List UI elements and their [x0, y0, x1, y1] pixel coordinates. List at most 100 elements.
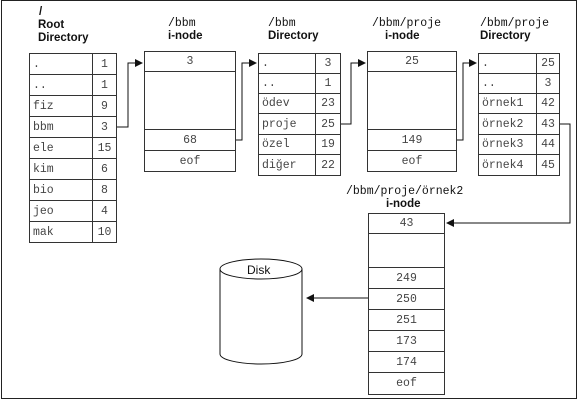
table-row: jeo 4: [30, 201, 116, 222]
proje-inode-table: 25 149 eof: [367, 51, 457, 172]
bbm-inode-table: 3 68 eof: [144, 51, 236, 172]
inode-value: 149: [401, 133, 423, 147]
table-row: ele 15: [30, 138, 116, 159]
entry-inode: 1: [92, 75, 116, 95]
inode-value: [369, 234, 444, 267]
entry-name: ..: [262, 77, 276, 90]
bbm-inode-label: i-node: [168, 30, 203, 42]
entry-inode: 42: [536, 94, 559, 113]
inode-value: 174: [396, 355, 417, 369]
entry-inode: 45: [536, 155, 559, 175]
inode-slot: 3: [145, 52, 235, 72]
table-row: örnek3 44: [479, 135, 559, 155]
proje-directory-label: Directory: [480, 30, 531, 42]
entry-name: ele: [33, 141, 54, 155]
table-row: .. 3: [479, 74, 559, 94]
inode-slot: eof: [145, 151, 235, 171]
inode-value: 43: [399, 217, 414, 230]
proje-inode-header: /bbm/proje i-node: [372, 17, 441, 43]
inode-value: 3: [186, 55, 194, 68]
proje-directory-table: . 25 .. 3 örnek1 42 örnek2 43 örnek3 44 …: [478, 53, 560, 176]
entry-inode: 25: [536, 54, 559, 73]
entry-inode: 9: [92, 96, 116, 116]
inode-slot: [145, 72, 235, 130]
bbm-inode-path: /bbm: [168, 17, 196, 30]
entry-name: proje: [262, 117, 297, 131]
inode-value: eof: [401, 154, 423, 168]
entry-name: ödev: [262, 97, 290, 110]
table-row: mak 10: [30, 222, 116, 242]
arrow-bbm-inode-to-dir: [236, 59, 257, 141]
bbm-directory-label: Directory: [268, 30, 319, 42]
entry-name: ..: [33, 78, 47, 92]
inode-value: eof: [179, 154, 201, 168]
proje-directory-header: /bbm/proje Directory: [480, 17, 549, 43]
entry-name: özel: [262, 138, 290, 151]
root-slash: /: [39, 6, 43, 18]
inode-slot: 249: [369, 268, 444, 289]
ornek2-inode-table: 43 249 250 251 173 174 eof: [368, 213, 445, 395]
bbm-directory-table: . 3 .. 1 ödev 23 proje 25 özel 19 diğer …: [258, 53, 341, 176]
entry-inode: 10: [92, 222, 116, 242]
bbm-inode-header: /bbm i-node: [168, 17, 203, 43]
entry-name: örnek1: [482, 97, 524, 110]
arrow-proje-inode-to-dir: [457, 59, 477, 141]
inode-value: [368, 72, 456, 129]
inode-slot: 43: [369, 214, 444, 234]
entry-inode: 15: [92, 138, 116, 158]
entry-name: ..: [482, 77, 496, 90]
entry-name: bio: [33, 183, 54, 197]
inode-value: eof: [396, 377, 417, 390]
entry-name: bbm: [33, 120, 54, 134]
proje-inode-label: i-node: [385, 30, 420, 42]
proje-directory-path: /bbm/proje: [480, 17, 550, 30]
table-row: bio 8: [30, 180, 116, 201]
inode-slot: 250: [369, 289, 444, 310]
entry-inode: 44: [536, 135, 559, 154]
inode-value: [145, 72, 235, 129]
bbm-directory-path: /bbm: [268, 17, 296, 30]
table-row: örnek4 45: [479, 155, 559, 175]
table-row: özel 19: [259, 135, 340, 155]
root-directory-header: / Root Directory: [38, 6, 89, 45]
entry-name: .: [262, 57, 269, 70]
inode-slot: eof: [368, 151, 456, 171]
table-row: ödev 23: [259, 94, 340, 114]
inode-value: 249: [396, 271, 417, 285]
inode-slot: 251: [369, 310, 444, 331]
entry-name: .: [482, 57, 489, 70]
inode-value: 25: [405, 55, 419, 68]
entry-name: mak: [33, 225, 54, 239]
inode-slot: 25: [368, 52, 456, 72]
inode-slot: 149: [368, 130, 456, 151]
entry-name: fiz: [33, 99, 54, 113]
proje-inode-path: /bbm/proje: [372, 17, 442, 30]
entry-name: diğer: [262, 158, 297, 172]
entry-inode: 23: [315, 94, 340, 113]
root-title-line1: Root: [38, 19, 65, 31]
ornek2-inode-path: /bbm/proje/örnek2: [346, 185, 464, 198]
table-row: kim 6: [30, 159, 116, 180]
entry-inode: 8: [92, 180, 116, 200]
inode-value: 251: [396, 313, 417, 327]
table-row: diğer 22: [259, 155, 340, 175]
table-row: örnek2 43: [479, 114, 559, 135]
inode-value: 250: [396, 292, 417, 306]
ornek2-inode-label: i-node: [386, 198, 421, 210]
inode-slot: 68: [145, 130, 235, 151]
inode-slot: eof: [369, 373, 444, 394]
entry-inode: 6: [92, 159, 116, 179]
entry-name: örnek2: [482, 117, 524, 131]
entry-name: örnek3: [482, 138, 524, 151]
root-directory-table: . 1 .. 1 fiz 9 bbm 3 ele 15 kim 6 bio 8 …: [29, 53, 117, 243]
inode-slot: [368, 72, 456, 130]
entry-inode: 1: [92, 54, 116, 74]
entry-name: kim: [33, 162, 54, 176]
table-row: bbm 3: [30, 117, 116, 138]
entry-name: jeo: [33, 204, 54, 218]
table-row: .. 1: [30, 75, 116, 96]
entry-inode: 3: [315, 54, 340, 73]
disk-label: Disk: [247, 263, 271, 277]
inode-value: 173: [396, 334, 417, 348]
entry-inode: 1: [315, 74, 340, 93]
